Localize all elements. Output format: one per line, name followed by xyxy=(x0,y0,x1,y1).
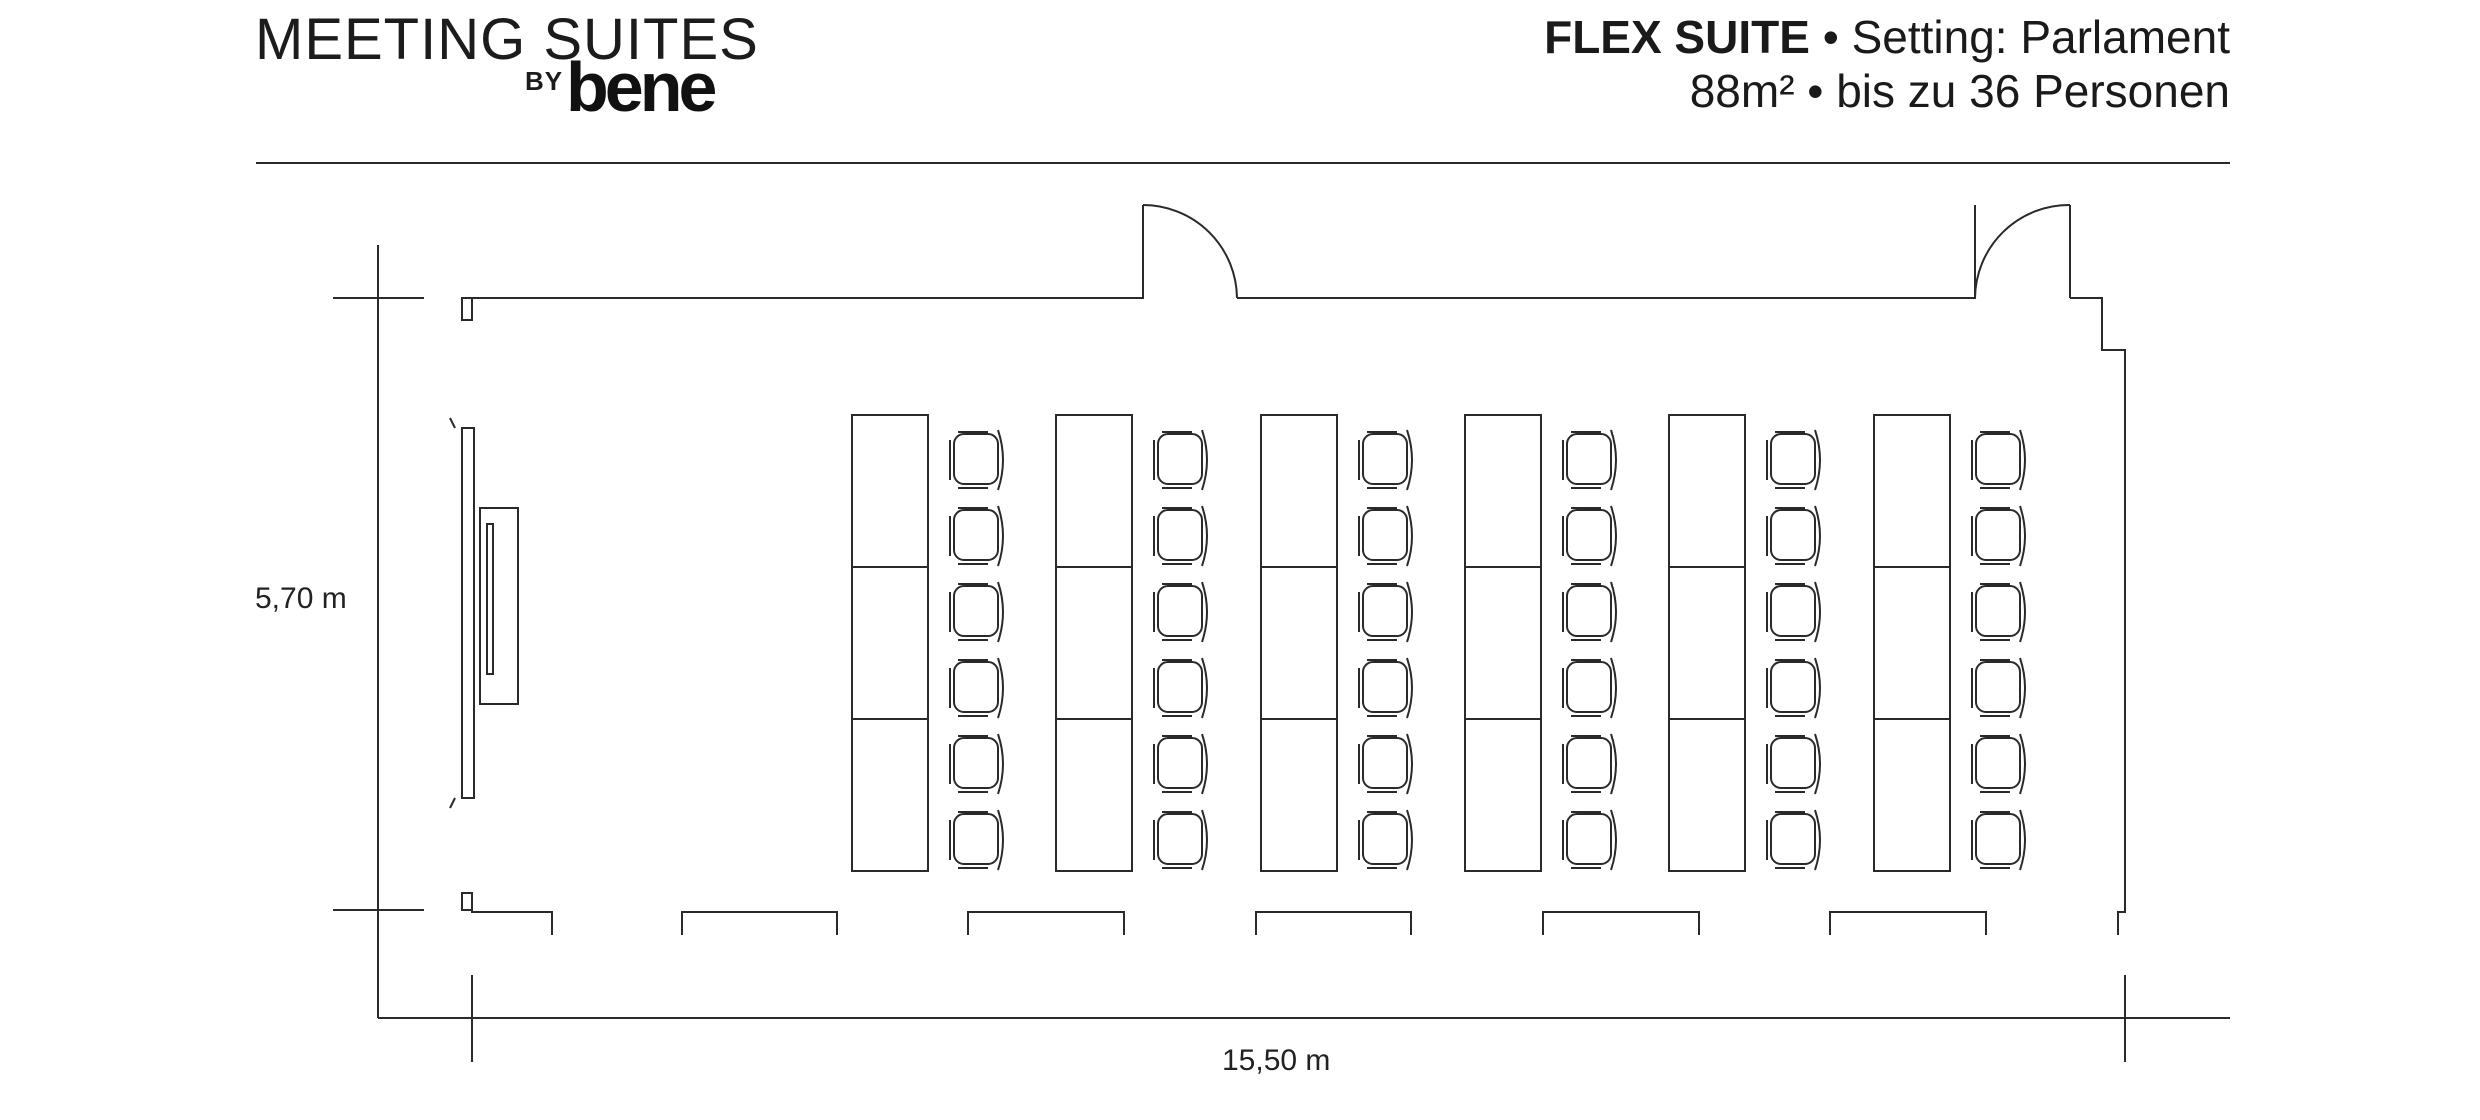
suite-details: 88m² • bis zu 36 Personen xyxy=(1690,64,2230,118)
chair xyxy=(1971,733,2026,795)
room-width-label: 15,50 m xyxy=(1222,1044,1331,1077)
table xyxy=(1464,414,1542,568)
chair xyxy=(1971,505,2026,567)
chair xyxy=(1971,657,2026,719)
presentation-screen xyxy=(449,417,519,809)
chair xyxy=(1562,581,1617,643)
suite-heading: FLEX SUITE • Setting: Parlament xyxy=(1544,10,2230,64)
table xyxy=(1055,414,1133,568)
chair xyxy=(1153,429,1208,491)
table xyxy=(1260,414,1338,568)
capacity-label: bis zu 36 Personen xyxy=(1836,65,2230,117)
chair xyxy=(949,581,1004,643)
chair xyxy=(1358,505,1413,567)
chair xyxy=(1766,505,1821,567)
furniture xyxy=(851,414,2026,872)
brand-by: BY xyxy=(525,66,564,96)
chair xyxy=(1153,733,1208,795)
chair xyxy=(949,505,1004,567)
bullet-separator-2: • xyxy=(1807,65,1824,117)
chair xyxy=(1766,657,1821,719)
chair xyxy=(1766,809,1821,871)
dimension-lines xyxy=(333,245,2230,1062)
room-walls xyxy=(461,205,2126,935)
chair xyxy=(1358,581,1413,643)
chair xyxy=(1153,505,1208,567)
table xyxy=(1668,566,1746,720)
chair xyxy=(1358,657,1413,719)
area-label: 88m² xyxy=(1689,65,1795,117)
chair xyxy=(949,733,1004,795)
chair xyxy=(1562,809,1617,871)
chair xyxy=(1358,429,1413,491)
chair xyxy=(1153,581,1208,643)
table xyxy=(1668,718,1746,872)
table xyxy=(1260,718,1338,872)
table xyxy=(851,718,929,872)
chair xyxy=(1971,809,2026,871)
room-height-label: 5,70 m xyxy=(255,582,347,615)
brand-title: MEETING SUITES xyxy=(255,7,759,72)
chair xyxy=(1766,429,1821,491)
chair xyxy=(1766,733,1821,795)
table xyxy=(1873,718,1951,872)
table xyxy=(1260,566,1338,720)
chair xyxy=(949,429,1004,491)
table xyxy=(1873,566,1951,720)
chair xyxy=(1971,429,2026,491)
table xyxy=(851,414,929,568)
chair xyxy=(1562,657,1617,719)
bene-logo: bene xyxy=(566,48,717,126)
chair xyxy=(1153,809,1208,871)
bullet-separator: • xyxy=(1822,11,1839,63)
table xyxy=(1873,414,1951,568)
table xyxy=(1055,718,1133,872)
chair xyxy=(1971,581,2026,643)
chair xyxy=(1562,733,1617,795)
table xyxy=(1464,718,1542,872)
chair xyxy=(1153,657,1208,719)
chair xyxy=(1562,429,1617,491)
chair xyxy=(1562,505,1617,567)
doors xyxy=(1142,203,2071,299)
setting-label: Setting: Parlament xyxy=(1851,11,2230,63)
chair xyxy=(1358,733,1413,795)
chair xyxy=(1766,581,1821,643)
table xyxy=(1464,566,1542,720)
suite-name: FLEX SUITE xyxy=(1544,11,1810,63)
table xyxy=(1055,566,1133,720)
table xyxy=(1668,414,1746,568)
chair xyxy=(949,809,1004,871)
chair xyxy=(1358,809,1413,871)
chair xyxy=(949,657,1004,719)
table xyxy=(851,566,929,720)
